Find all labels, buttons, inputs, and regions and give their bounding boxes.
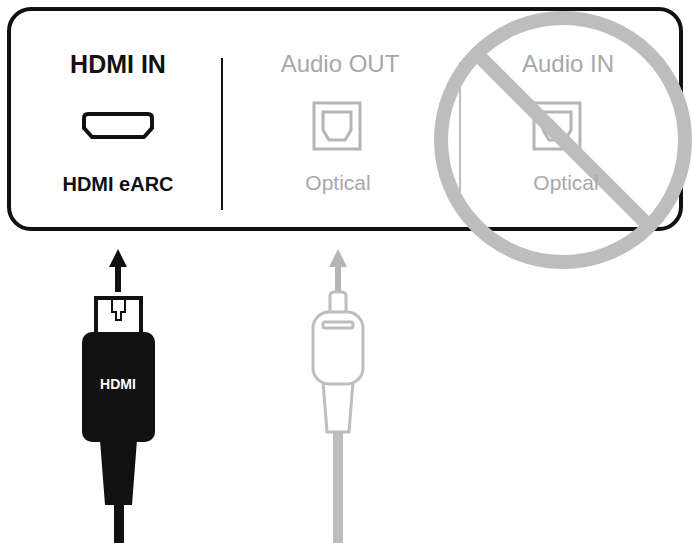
insert-arrow [115,258,121,292]
rear-panel [9,9,681,229]
hdmi-port [84,114,152,137]
port-heading: Audio IN [522,52,614,76]
optical-plug [313,292,363,543]
hdmi-plug [82,298,155,543]
port-heading: Audio OUT [281,52,400,76]
insert-arrow [335,258,341,292]
port-name: Optical [533,172,598,193]
divider [221,58,223,210]
port-name: Optical [305,172,370,193]
port-name: HDMI eARC [62,174,173,194]
prohibited-sign [441,18,685,262]
port-heading: HDMI IN [70,52,166,77]
optical-port [314,103,360,149]
plug-label: HDMI [100,377,136,391]
